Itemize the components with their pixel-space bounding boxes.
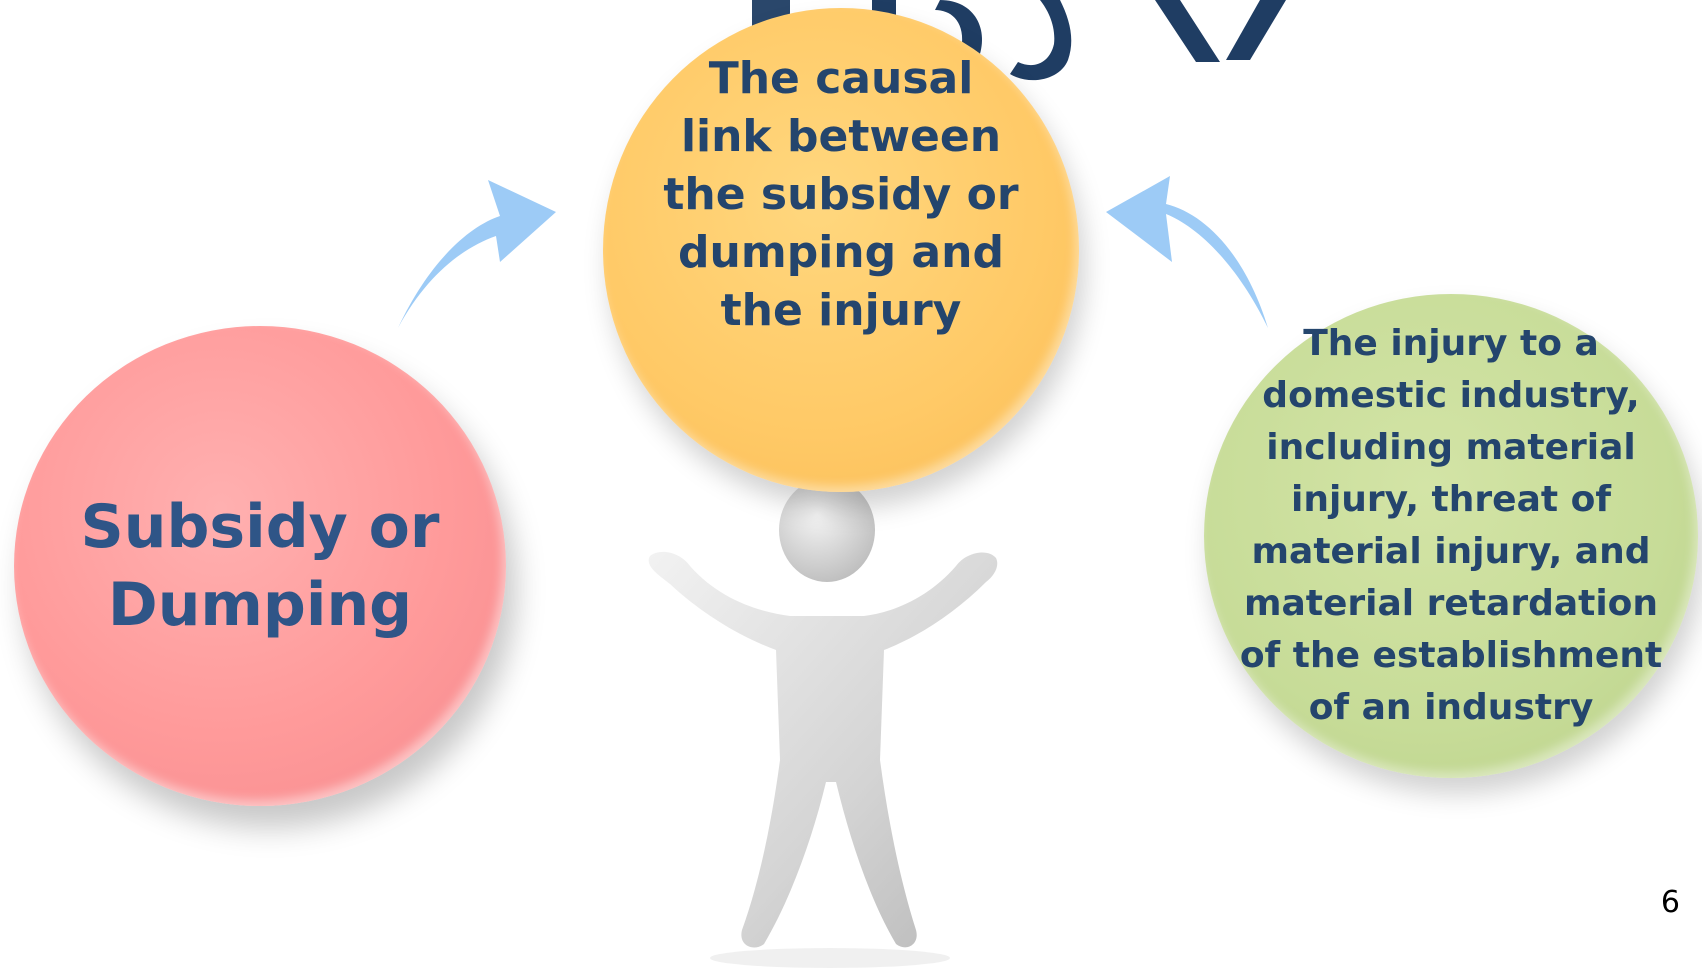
node-subsidy-dumping-label: Subsidy or Dumping xyxy=(80,492,440,640)
node-injury: The injury to a domestic industry, inclu… xyxy=(1204,294,1698,778)
node-injury-label: The injury to a domestic industry, inclu… xyxy=(1239,323,1663,728)
curved-arrow-icon xyxy=(1106,176,1268,328)
node-subsidy-dumping: Subsidy or Dumping xyxy=(14,326,506,806)
node-causal-link-label: The causal link between the subsidy or d… xyxy=(663,53,1019,336)
page-number: 6 xyxy=(1660,885,1680,920)
curved-arrow-icon xyxy=(398,180,556,328)
node-causal-link: The causal link between the subsidy or d… xyxy=(603,8,1079,492)
person-figure-icon xyxy=(648,478,998,968)
